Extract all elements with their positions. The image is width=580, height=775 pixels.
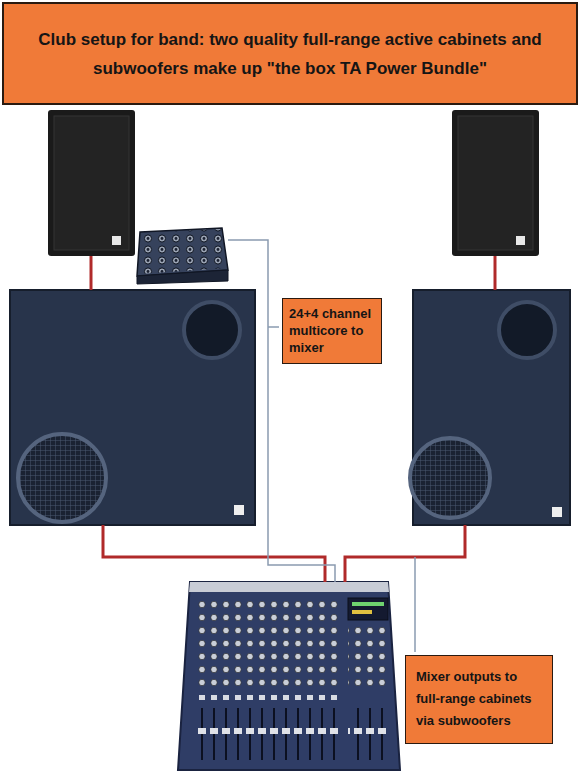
logo — [112, 236, 121, 245]
title-band: Club setup for band: two quality full-ra… — [2, 2, 578, 105]
logo — [234, 505, 244, 515]
callout-text: Mixer outputs to full-range cabinets via… — [416, 666, 542, 732]
speaker-cable — [103, 525, 325, 582]
leader-line — [268, 326, 279, 328]
level-meter — [348, 598, 388, 620]
title-text: Club setup for band: two quality full-ra… — [14, 25, 566, 83]
xlr-connectors — [139, 229, 226, 274]
channel-buttons — [196, 694, 340, 702]
bass-port — [184, 302, 240, 358]
logo — [516, 236, 525, 245]
logo — [552, 507, 562, 517]
mixer — [178, 582, 400, 770]
woofer-grille — [18, 434, 106, 522]
bass-port — [499, 302, 555, 358]
full-range-cabinet — [452, 110, 539, 256]
cabinet-grille — [54, 116, 129, 250]
master-knobs — [348, 626, 388, 692]
callout-box: 24+4 channel multicore to mixer — [282, 298, 382, 364]
meter-led — [352, 602, 384, 606]
full-range-cabinet — [48, 110, 135, 256]
speaker-cable — [494, 256, 497, 290]
multicore-cable — [228, 240, 335, 582]
woofer-grille — [410, 438, 490, 518]
speaker-cable — [345, 525, 465, 582]
channel-faders — [196, 706, 340, 764]
subwoofer — [10, 290, 255, 525]
callout-text: 24+4 channel multicore to mixer — [289, 305, 375, 356]
stagebox — [137, 228, 228, 276]
meter-led — [352, 610, 372, 614]
cabinet-grille — [458, 116, 533, 250]
speaker-cable — [90, 256, 93, 290]
callout-box: Mixer outputs to full-range cabinets via… — [405, 655, 553, 744]
leader-line — [414, 557, 416, 652]
master-faders — [348, 706, 388, 764]
mixer-rail — [189, 582, 389, 592]
channel-knobs — [196, 598, 340, 692]
stagebox-side — [137, 270, 228, 284]
